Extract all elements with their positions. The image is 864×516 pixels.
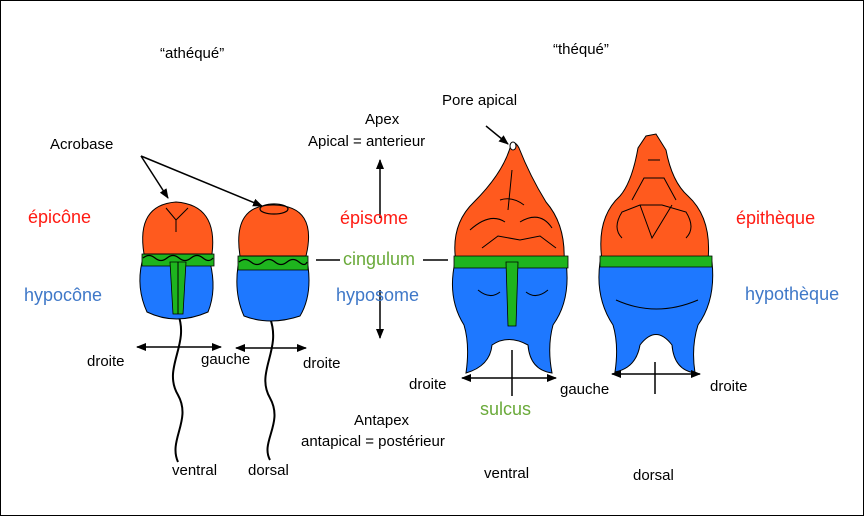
label-gauche-2: gauche (560, 382, 609, 397)
flagellum (173, 314, 183, 462)
hypotheca-shape (599, 262, 713, 373)
label-apical: Apical = anterieur (308, 134, 425, 149)
label-ventral-thecate: ventral (484, 466, 529, 481)
label-ventral-athecate: ventral (172, 463, 217, 478)
epitheca-shape (601, 134, 709, 260)
pore-pointer (486, 126, 508, 144)
cingulum-band (600, 256, 712, 267)
epicone-shape (239, 205, 309, 256)
label-acrobase: Acrobase (50, 137, 113, 152)
athecate-dorsal-cell (237, 204, 309, 460)
label-epicone: épicône (28, 208, 91, 226)
label-hyposome: hyposome (336, 286, 419, 304)
label-hypotheque: hypothèque (745, 285, 839, 303)
hypocone-shape (237, 266, 309, 321)
label-droite-1: droite (87, 354, 125, 369)
thecate-dorsal-cell (599, 134, 713, 373)
epicone-shape (143, 202, 213, 254)
label-droite-4: droite (710, 379, 748, 394)
epitheca-shape (455, 143, 564, 262)
label-cingulum: cingulum (343, 250, 415, 268)
acrobase-pointer-2 (141, 156, 262, 206)
flagellum (265, 318, 274, 460)
thecate-ventral-cell (452, 142, 568, 373)
sulcus-groove (506, 262, 518, 326)
label-epitheque: épithèque (736, 209, 815, 227)
label-sulcus: sulcus (480, 400, 531, 418)
athecate-ventral-cell (140, 202, 214, 462)
label-antapical: antapical = postérieur (301, 434, 445, 449)
label-droite-2: droite (303, 356, 341, 371)
label-hypocone: hypocône (24, 286, 102, 304)
header-athecate: “athéqué” (160, 46, 224, 61)
label-pore-apical: Pore apical (442, 93, 517, 108)
label-antapex: Antapex (354, 413, 409, 428)
cingulum-band (238, 256, 308, 270)
label-dorsal-athecate: dorsal (248, 463, 289, 478)
label-droite-3: droite (409, 377, 447, 392)
header-thecate: “théqué” (553, 42, 609, 57)
label-episome: épisome (340, 209, 408, 227)
label-apex: Apex (365, 112, 399, 127)
label-gauche-1: gauche (201, 352, 250, 367)
label-dorsal-thecate: dorsal (633, 468, 674, 483)
